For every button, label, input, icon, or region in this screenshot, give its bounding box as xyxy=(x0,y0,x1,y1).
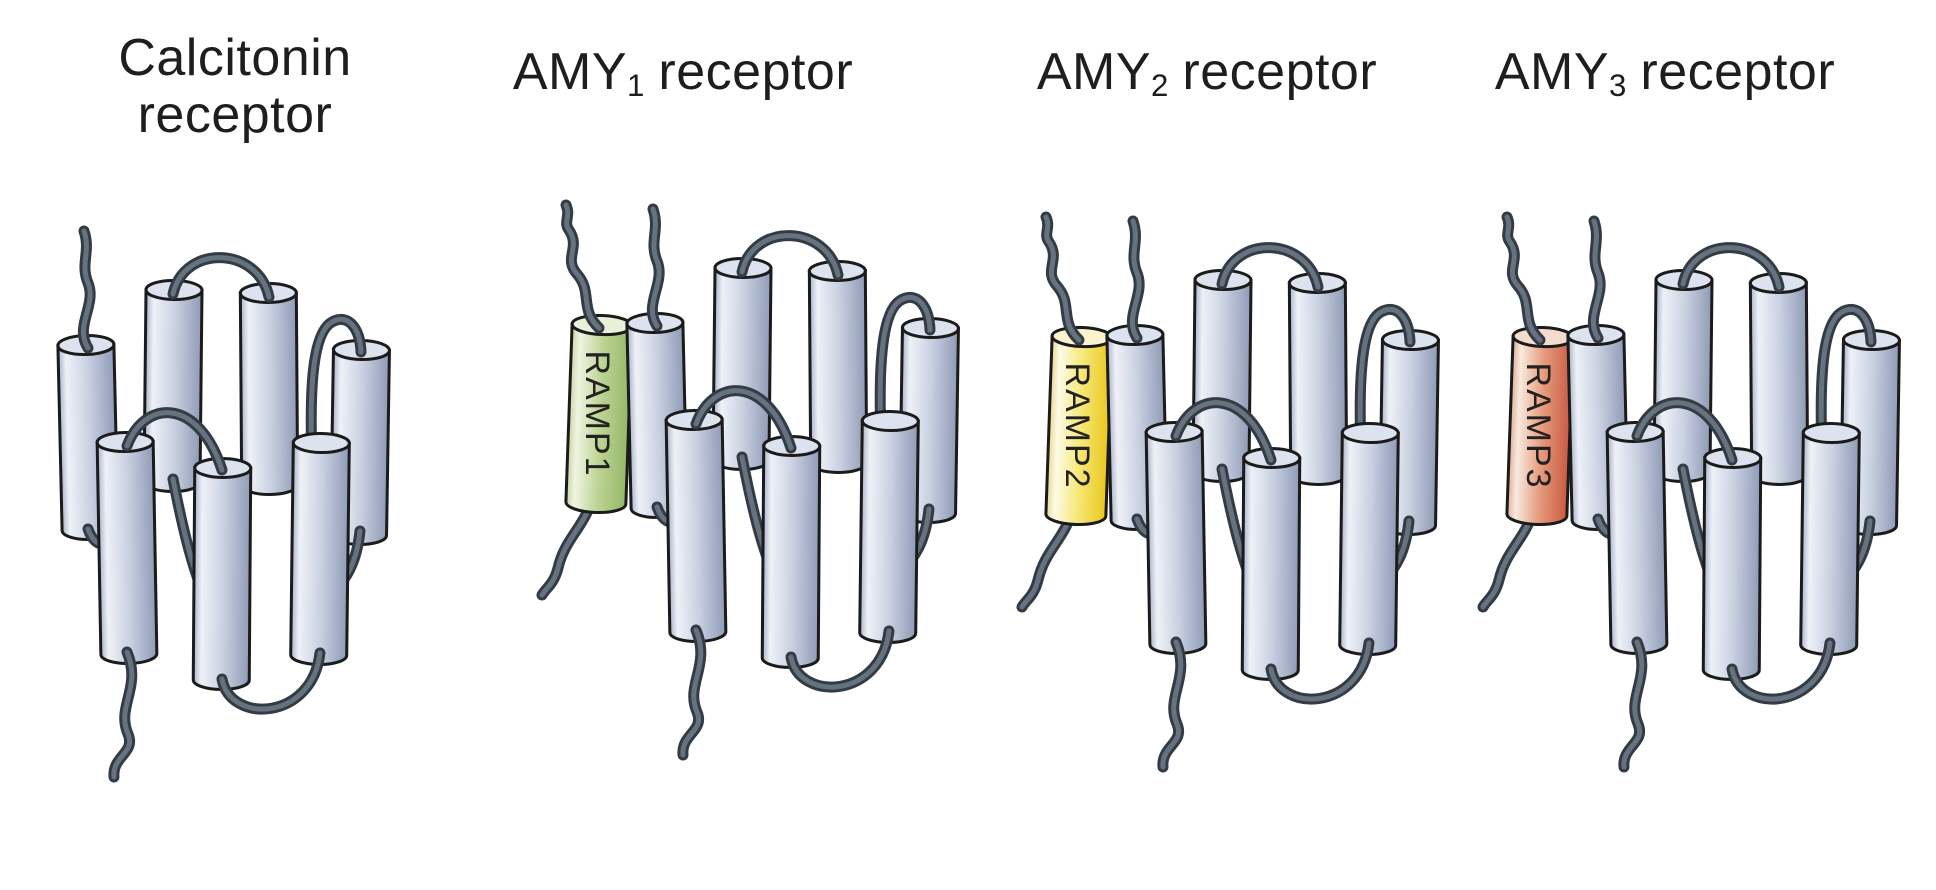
loop xyxy=(108,646,138,783)
loop xyxy=(1477,503,1540,613)
loop xyxy=(1170,397,1277,466)
tm-helix-3 xyxy=(807,260,869,474)
title-prefix: AMY xyxy=(512,43,628,101)
loop xyxy=(536,491,599,601)
title-line1: Calcitonin xyxy=(118,29,352,87)
loop xyxy=(1618,636,1648,773)
loop xyxy=(325,525,366,598)
loop xyxy=(121,407,228,476)
loop xyxy=(1354,304,1416,455)
receptor-panel-calcitonin: Calcitonin receptor xyxy=(56,30,395,783)
loop xyxy=(82,516,130,550)
title-suffix: receptor xyxy=(658,43,854,101)
ramp-helix xyxy=(564,314,634,514)
tm-helix-3 xyxy=(1287,272,1349,486)
tm-helix-7 xyxy=(858,410,920,644)
loop xyxy=(1835,515,1876,588)
loop xyxy=(560,199,605,334)
tm-helix-6 xyxy=(760,435,822,669)
loop xyxy=(1216,463,1267,608)
loop xyxy=(1040,211,1085,346)
loop xyxy=(1126,215,1145,344)
receptor-diagram-amy2: RAMP2 xyxy=(1016,211,1440,773)
loop xyxy=(167,252,275,303)
tm-helix-6 xyxy=(1701,447,1763,681)
tm-helix-3 xyxy=(1748,272,1810,486)
tm-helix-7 xyxy=(1338,422,1400,656)
loop xyxy=(736,230,844,281)
loop xyxy=(1592,506,1640,540)
receptor-diagram-amy3: RAMP3 xyxy=(1477,211,1901,773)
title-suffix: receptor xyxy=(1182,43,1378,101)
loop xyxy=(1374,515,1415,588)
tm-helix-6 xyxy=(1240,447,1302,681)
receptor-title: AMY3 receptor xyxy=(1465,44,1865,114)
title-subscript: 1 xyxy=(627,67,645,103)
loop xyxy=(1216,242,1324,293)
loop xyxy=(1157,636,1187,773)
tm-helix-7 xyxy=(1799,422,1861,656)
tm-helix-1 xyxy=(1566,324,1630,531)
loop xyxy=(1016,503,1079,613)
loop xyxy=(305,314,367,465)
loop xyxy=(690,385,797,454)
tm-helix-5 xyxy=(1605,421,1669,655)
ramp-label: RAMP2 xyxy=(1058,362,1096,489)
tm-helix-2 xyxy=(1191,269,1253,483)
receptor-title: AMY2 receptor xyxy=(1007,44,1407,114)
title-prefix: AMY xyxy=(1494,43,1610,101)
ramp-helix xyxy=(1505,326,1575,526)
receptor-diagram-calcitonin xyxy=(56,225,391,783)
loop xyxy=(1815,304,1877,455)
tm-helix-4 xyxy=(1378,329,1440,536)
loop xyxy=(646,203,665,332)
title-suffix: receptor xyxy=(1640,43,1836,101)
title-subscript: 2 xyxy=(1151,67,1169,103)
tm-helix-5 xyxy=(664,409,728,643)
ramp-label: RAMP1 xyxy=(578,350,616,477)
tm-helix-2 xyxy=(1652,269,1714,483)
loop xyxy=(1265,637,1375,705)
receptor-diagram-amy1: RAMP1 xyxy=(536,199,960,761)
tm-helix-5 xyxy=(95,431,159,665)
loop xyxy=(77,225,96,354)
tm-helix-4 xyxy=(329,339,391,546)
tm-helix-7 xyxy=(289,432,351,666)
receptor-title: Calcitonin receptor xyxy=(75,30,395,144)
loop xyxy=(894,503,935,576)
receptor-title: AMY1 receptor xyxy=(483,44,883,114)
receptor-panel-amy3: AMY3 receptor RAMP3 xyxy=(1465,44,1901,773)
loop xyxy=(1631,397,1738,466)
receptor-panel-amy1: AMY1 receptor RAMP1 xyxy=(483,44,960,761)
tm-helix-1 xyxy=(1105,324,1169,531)
tm-helix-1 xyxy=(56,334,120,541)
loop xyxy=(1131,506,1179,540)
receptor-panel-amy2: AMY2 receptor RAMP2 xyxy=(1007,44,1440,773)
ramp-helix xyxy=(1044,326,1114,526)
tm-helix-5 xyxy=(1144,421,1208,655)
title-prefix: AMY xyxy=(1036,43,1152,101)
loop xyxy=(1677,242,1785,293)
loop xyxy=(651,494,699,528)
loop xyxy=(1726,637,1836,705)
loop xyxy=(785,625,895,693)
loop xyxy=(874,292,936,443)
tm-helix-2 xyxy=(711,257,773,471)
title-subscript: 3 xyxy=(1609,67,1627,103)
tm-helix-3 xyxy=(238,282,300,496)
title-line2: receptor xyxy=(137,86,333,144)
tm-helix-4 xyxy=(1839,329,1901,536)
ramp-label: RAMP3 xyxy=(1519,362,1557,489)
tm-helix-1 xyxy=(625,312,689,519)
tm-helix-6 xyxy=(191,457,253,691)
loop xyxy=(1587,215,1606,344)
loop xyxy=(167,473,218,618)
loop xyxy=(1501,211,1546,346)
tm-helix-2 xyxy=(142,279,204,493)
tm-helix-4 xyxy=(898,317,960,524)
loop xyxy=(677,624,707,761)
loop xyxy=(1677,463,1728,608)
loop xyxy=(216,647,326,715)
loop xyxy=(736,451,787,596)
